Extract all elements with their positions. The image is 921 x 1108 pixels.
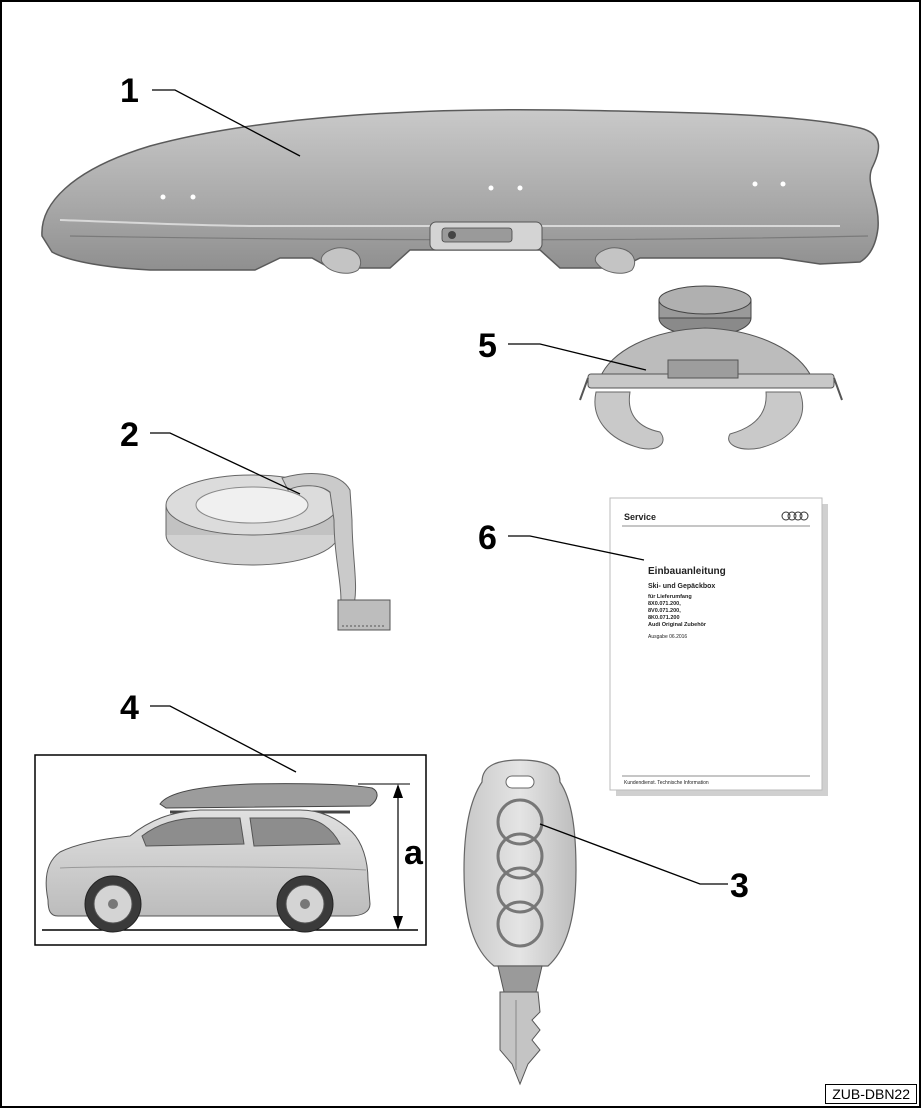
vehicle-height-view: a [34, 754, 427, 946]
dimension-label: a [404, 834, 424, 872]
manual-edition: Ausgabe 06.2016 [648, 634, 687, 640]
manual-line: 8V0.071.200, [648, 608, 681, 614]
leader-lines [150, 89, 728, 885]
audi-rings-icon [496, 798, 544, 948]
manual-subtitle: Ski- und Gepäckbox [648, 583, 715, 590]
manual-line: für Lieferumfang [648, 594, 692, 600]
roof-box-part [41, 108, 880, 274]
image-code-label: ZUB-DBN22 [825, 1084, 917, 1104]
leader-line-5 [508, 343, 647, 371]
leader-line-4 [150, 705, 297, 773]
callout-3: 3 [730, 867, 749, 905]
callout-1: 1 [120, 72, 139, 110]
manual-line: Audi Original Zubehör [648, 622, 707, 628]
leader-line-6 [508, 535, 645, 561]
leader-line-1 [152, 89, 301, 157]
adhesive-strip-part [165, 473, 391, 631]
installation-manual-part: Service Einbauanleitung Ski- und Gepäckb… [609, 497, 828, 796]
callout-2: 2 [120, 416, 139, 454]
callout-4: 4 [120, 689, 139, 727]
manual-line: 8K0.071.200 [648, 615, 680, 621]
callout-6: 6 [478, 519, 497, 557]
mounting-clamp-part [579, 285, 843, 450]
manual-header: Service [624, 512, 656, 522]
callout-5: 5 [478, 327, 497, 365]
leader-line-2 [150, 432, 301, 495]
manual-title: Einbauanleitung [648, 566, 726, 577]
key-part [463, 759, 577, 1086]
leader-line-3 [539, 823, 728, 885]
audi-rings-icon [781, 511, 809, 521]
manual-line: 8X0.071.200, [648, 601, 681, 607]
manual-footer: Kundendienst. Technische Information [624, 780, 709, 786]
